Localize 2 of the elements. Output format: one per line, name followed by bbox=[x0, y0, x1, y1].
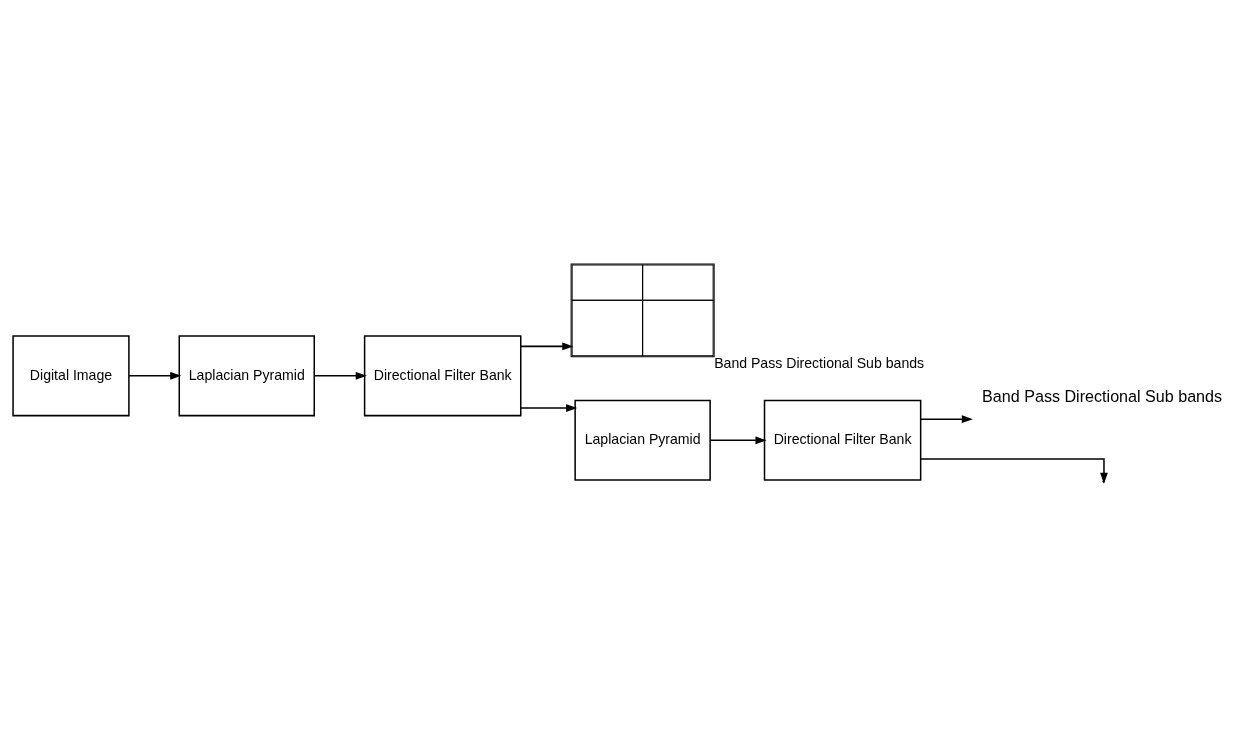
node-label: Band Pass Directional Sub bands bbox=[714, 354, 925, 371]
node-text: Band Pass Directional Sub bands bbox=[982, 386, 1223, 405]
